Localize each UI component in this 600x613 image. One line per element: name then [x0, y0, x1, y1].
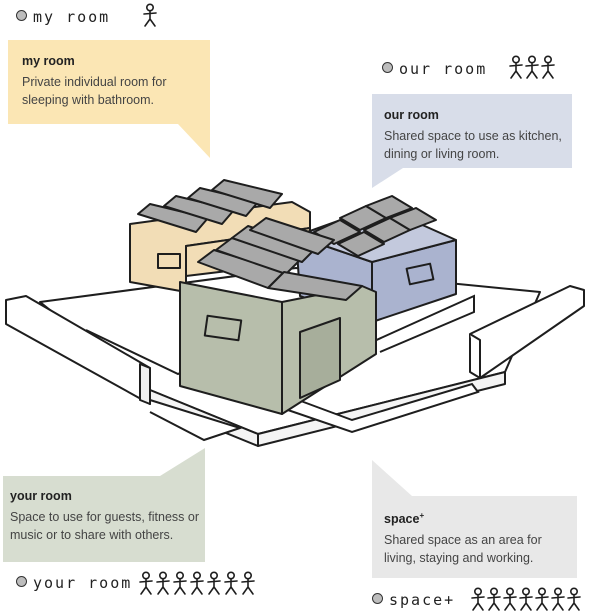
my-room-callout-text: Private individual room for sleeping wit…: [22, 75, 167, 107]
your-room-box: [179, 217, 377, 415]
space-plus-title-text: space: [384, 512, 420, 527]
your-room-person-icon: [173, 571, 187, 595]
our-room-person-icon: [509, 55, 523, 79]
my-room-person-icon: [143, 3, 157, 27]
my-room-tag: my room: [16, 8, 110, 26]
my-room-tag-label: my room: [33, 8, 111, 26]
our-room-callout-title: our room: [384, 108, 439, 122]
your-room-person-icon: [207, 571, 221, 595]
space-plus-callout-bg: [372, 460, 577, 578]
space-plus-person-icon: [551, 587, 565, 611]
my-room-callout-title: my room: [22, 54, 75, 68]
your-room-tag-label: your room: [33, 574, 133, 592]
space-plus-person-icon: [567, 587, 581, 611]
our-room-callout: our room Shared space to use as kitchen,…: [384, 106, 566, 163]
our-room-person-icon: [525, 55, 539, 79]
your-room-callout-bg: [3, 448, 205, 562]
my-room-callout-bg: [8, 40, 210, 158]
our-room-person-icon: [541, 55, 555, 79]
space-plus-person-icon: [487, 587, 501, 611]
space-plus-person-icon: [503, 587, 517, 611]
space-plus-callout: space+ Shared space as an area for livin…: [384, 507, 570, 567]
your-room-dot-icon: [16, 576, 27, 587]
our-room-dot-icon: [382, 62, 393, 73]
space-plus-dot-icon: [372, 593, 383, 604]
our-room-callout-text: Shared space to use as kitchen, dining o…: [384, 129, 562, 161]
my-room-dot-icon: [16, 10, 27, 21]
your-room-person-icon: [241, 571, 255, 595]
left-wall: [5, 295, 151, 405]
your-room-callout-bg: [205, 448, 580, 476]
space-plus-person-icon: [519, 587, 533, 611]
my-room-callout: my room Private individual room for slee…: [22, 52, 202, 109]
your-room-tag: your room: [16, 574, 132, 592]
people-layer: [139, 3, 581, 611]
your-room-person-icon: [139, 571, 153, 595]
space-plus-title-sup: +: [419, 511, 425, 520]
space-plus-tag-label: space+: [389, 591, 456, 609]
space-plus-callout-title: space+: [384, 507, 570, 528]
your-room-person-icon: [156, 571, 170, 595]
our-room-tag-label: our room: [399, 60, 488, 78]
your-room-callout-text: Space to use for guests, fitness or musi…: [10, 510, 199, 542]
space-plus-person-icon: [535, 587, 549, 611]
your-room-callout: your room Space to use for guests, fitne…: [10, 487, 202, 544]
space-plus-tag: space+: [372, 591, 455, 609]
our-room-tag: our room: [382, 60, 487, 78]
right-wall: [469, 285, 585, 379]
our-room-callout-bg: [372, 94, 572, 188]
space-plus-callout-text: Shared space as an area for living, stay…: [384, 533, 542, 566]
your-room-person-icon: [224, 571, 238, 595]
space-plus-person-icon: [471, 587, 485, 611]
your-room-person-icon: [190, 571, 204, 595]
your-room-callout-title: your room: [10, 489, 72, 503]
